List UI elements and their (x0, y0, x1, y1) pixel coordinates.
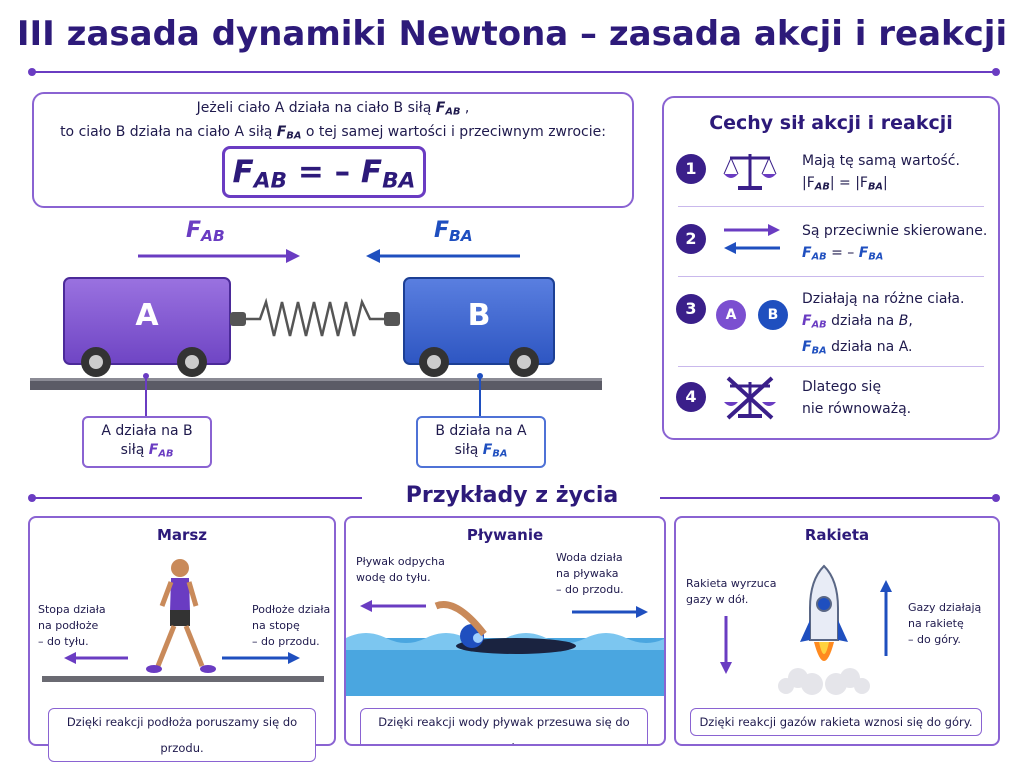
caption-b: B działa na A siłą FBA (416, 416, 546, 468)
spring-icon (230, 297, 400, 337)
feature-1-text: Mają tę samą wartość. |FAB| = |FBA| (802, 153, 960, 193)
page-title: III zasada dynamiki Newtona – zasada akc… (16, 14, 1008, 54)
title-rule-dot-right (992, 68, 1000, 76)
features-box: Cechy sił akcji i reakcji 1 Mają tę samą… (662, 96, 1000, 440)
feature-number-4: 4 (676, 382, 706, 412)
walker-icon (146, 559, 216, 673)
feature-number-1: 1 (676, 154, 706, 184)
scale-icon (723, 154, 777, 190)
cart-a-wheel-right-icon (177, 347, 207, 377)
examples-title: Przykłady z życia (405, 483, 619, 508)
no-balance-icon (724, 376, 776, 420)
cart-b-label: B (467, 298, 491, 333)
walking-conclusion: Dzięki reakcji podłoża poruszamy się do … (48, 708, 316, 762)
law-line-1-text: Jeżeli ciało A działa na ciało B siłą (196, 100, 436, 116)
law-equation: FAB = – FBA (222, 146, 426, 198)
feature-separator (678, 276, 984, 277)
section-rule-right (660, 497, 994, 499)
arrow-ab (138, 249, 300, 263)
walking-illustration (42, 559, 324, 682)
cart-b (403, 277, 555, 365)
panel-title: Marsz (156, 526, 208, 544)
title-rule (32, 71, 994, 73)
law-force-ab: FAB (435, 100, 461, 118)
cart-b-wheel-right-icon (509, 347, 539, 377)
features-title: Cechy sił akcji i reakcji (709, 112, 953, 134)
panel-title: Rakieta (804, 526, 870, 544)
cart-b-wheel-left-icon (419, 347, 449, 377)
force-ab-label: FAB (186, 218, 225, 245)
swimming-conclusion: Dzięki reakcji wody pływak przesuwa się … (360, 708, 648, 744)
law-line-1: Jeżeli ciało A działa na ciało B siłą FA… (196, 100, 470, 118)
opposite-arrows-icon (724, 224, 780, 254)
force-ba-label: FBA (434, 218, 473, 245)
panel-title: Pływanie (466, 526, 544, 544)
law-force-ba: FBA (276, 124, 302, 142)
feature-separator (678, 206, 984, 207)
feature-3-text: Działają na różne ciała. FAB działa na B… (802, 291, 965, 357)
feature-4-text: Dlatego się nie równoważą. (802, 379, 912, 417)
section-rule-dot-right (992, 494, 1000, 502)
swimmer-icon (434, 601, 576, 654)
section-rule-left (32, 497, 362, 499)
caption-a: A działa na B siłą FAB (82, 416, 212, 468)
feature-2-text: Są przeciwnie skierowane. FAB = – FBA (802, 223, 988, 263)
rocket-icon (800, 564, 848, 661)
feature-number-2: 2 (676, 224, 706, 254)
cart-a-wheel-left-icon (81, 347, 111, 377)
law-line-2: to ciało B działa na ciało A siłą FBA o … (60, 124, 606, 142)
feature-number-3: 3 (676, 294, 706, 324)
swimming-illustration (346, 600, 664, 696)
rocket-illustration (720, 564, 892, 695)
arrow-ba (366, 249, 520, 263)
body-a-icon: A (716, 300, 746, 330)
rocket-conclusion: Dzięki reakcji gazów rakieta wznosi się … (690, 708, 982, 736)
law-box: Jeżeli ciało A działa na ciało B siłą FA… (32, 92, 634, 208)
smoke-icon (778, 668, 870, 695)
carts-diagram (30, 249, 602, 416)
feature-separator (678, 366, 984, 367)
cart-a-label: A (135, 298, 159, 333)
body-b-icon: B (758, 300, 788, 330)
